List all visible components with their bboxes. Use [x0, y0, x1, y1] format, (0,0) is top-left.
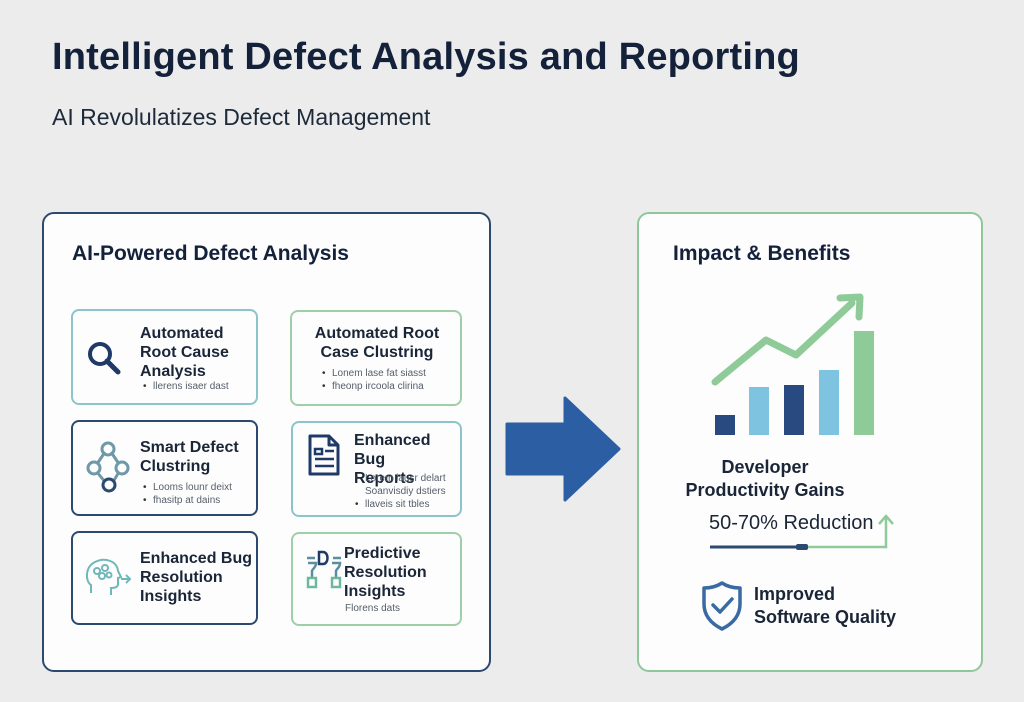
card-bullets: Lorem lausr delart Soanvisdiy dstiers ll… [355, 472, 446, 511]
reduction-value: 50-70% Reduction [709, 512, 874, 534]
magnifier-icon [88, 342, 121, 375]
card-title: Automated Root Case Clustring [314, 325, 440, 361]
panel-title: AI-Powered Defect Analysis [72, 242, 349, 265]
card-title: Smart Defect Clustring [140, 439, 239, 475]
page-subtitle: AI Revolulatizes Defect Management [52, 104, 431, 130]
shield-check-icon [702, 581, 742, 631]
flow-diagram-icon [306, 550, 342, 589]
improved-software-quality: Improved Software Quality [754, 584, 897, 627]
progress-line-icon [710, 514, 894, 550]
card-smart-defect-clustring[interactable]: Smart Defect Clustring Looms lounr deixt… [71, 420, 258, 516]
panel-title: Impact & Benefits [673, 242, 851, 265]
card-title: Automated Root Cause Analysis [140, 325, 229, 380]
cluster-network-icon [86, 441, 130, 493]
card-bullets: llerens isaer dast [143, 380, 229, 393]
document-icon [308, 434, 340, 476]
card-title: Enhanced Bug Resolution Insights [140, 550, 253, 605]
card-enhanced-bug-reports[interactable]: Enhanced Bug Reports Lorem lausr delart … [291, 421, 462, 517]
page-title: Intelligent Defect Analysis and Reportin… [52, 36, 800, 78]
impact-benefits-panel: Impact & Benefits [637, 212, 983, 672]
card-bullets: Lonem lase fat siasst fheonp ircoola cli… [322, 367, 426, 393]
card-enhanced-bug-resolution-insights[interactable]: Enhanced Bug Resolution Insights [71, 531, 258, 625]
card-bullets: Looms lounr deixt fhasitp at dains [143, 481, 232, 507]
card-predictive-resolution-insights[interactable]: Predictive Resolution Insights Florens d… [291, 532, 462, 626]
card-automated-root-cause-analysis[interactable]: Automated Root Cause Analysis llerens is… [71, 309, 258, 405]
card-automated-root-case-clustring[interactable]: Automated Root Case Clustring Lonem lase… [290, 310, 462, 406]
developer-productivity-title: Developer Productivity Gains [685, 457, 845, 500]
right-arrow-icon [505, 396, 621, 502]
card-title: Predictive Resolution Insights [344, 545, 427, 600]
brain-head-icon [85, 558, 132, 595]
growth-chart-icon [711, 293, 874, 435]
card-bullets: Florens dats [345, 603, 401, 614]
